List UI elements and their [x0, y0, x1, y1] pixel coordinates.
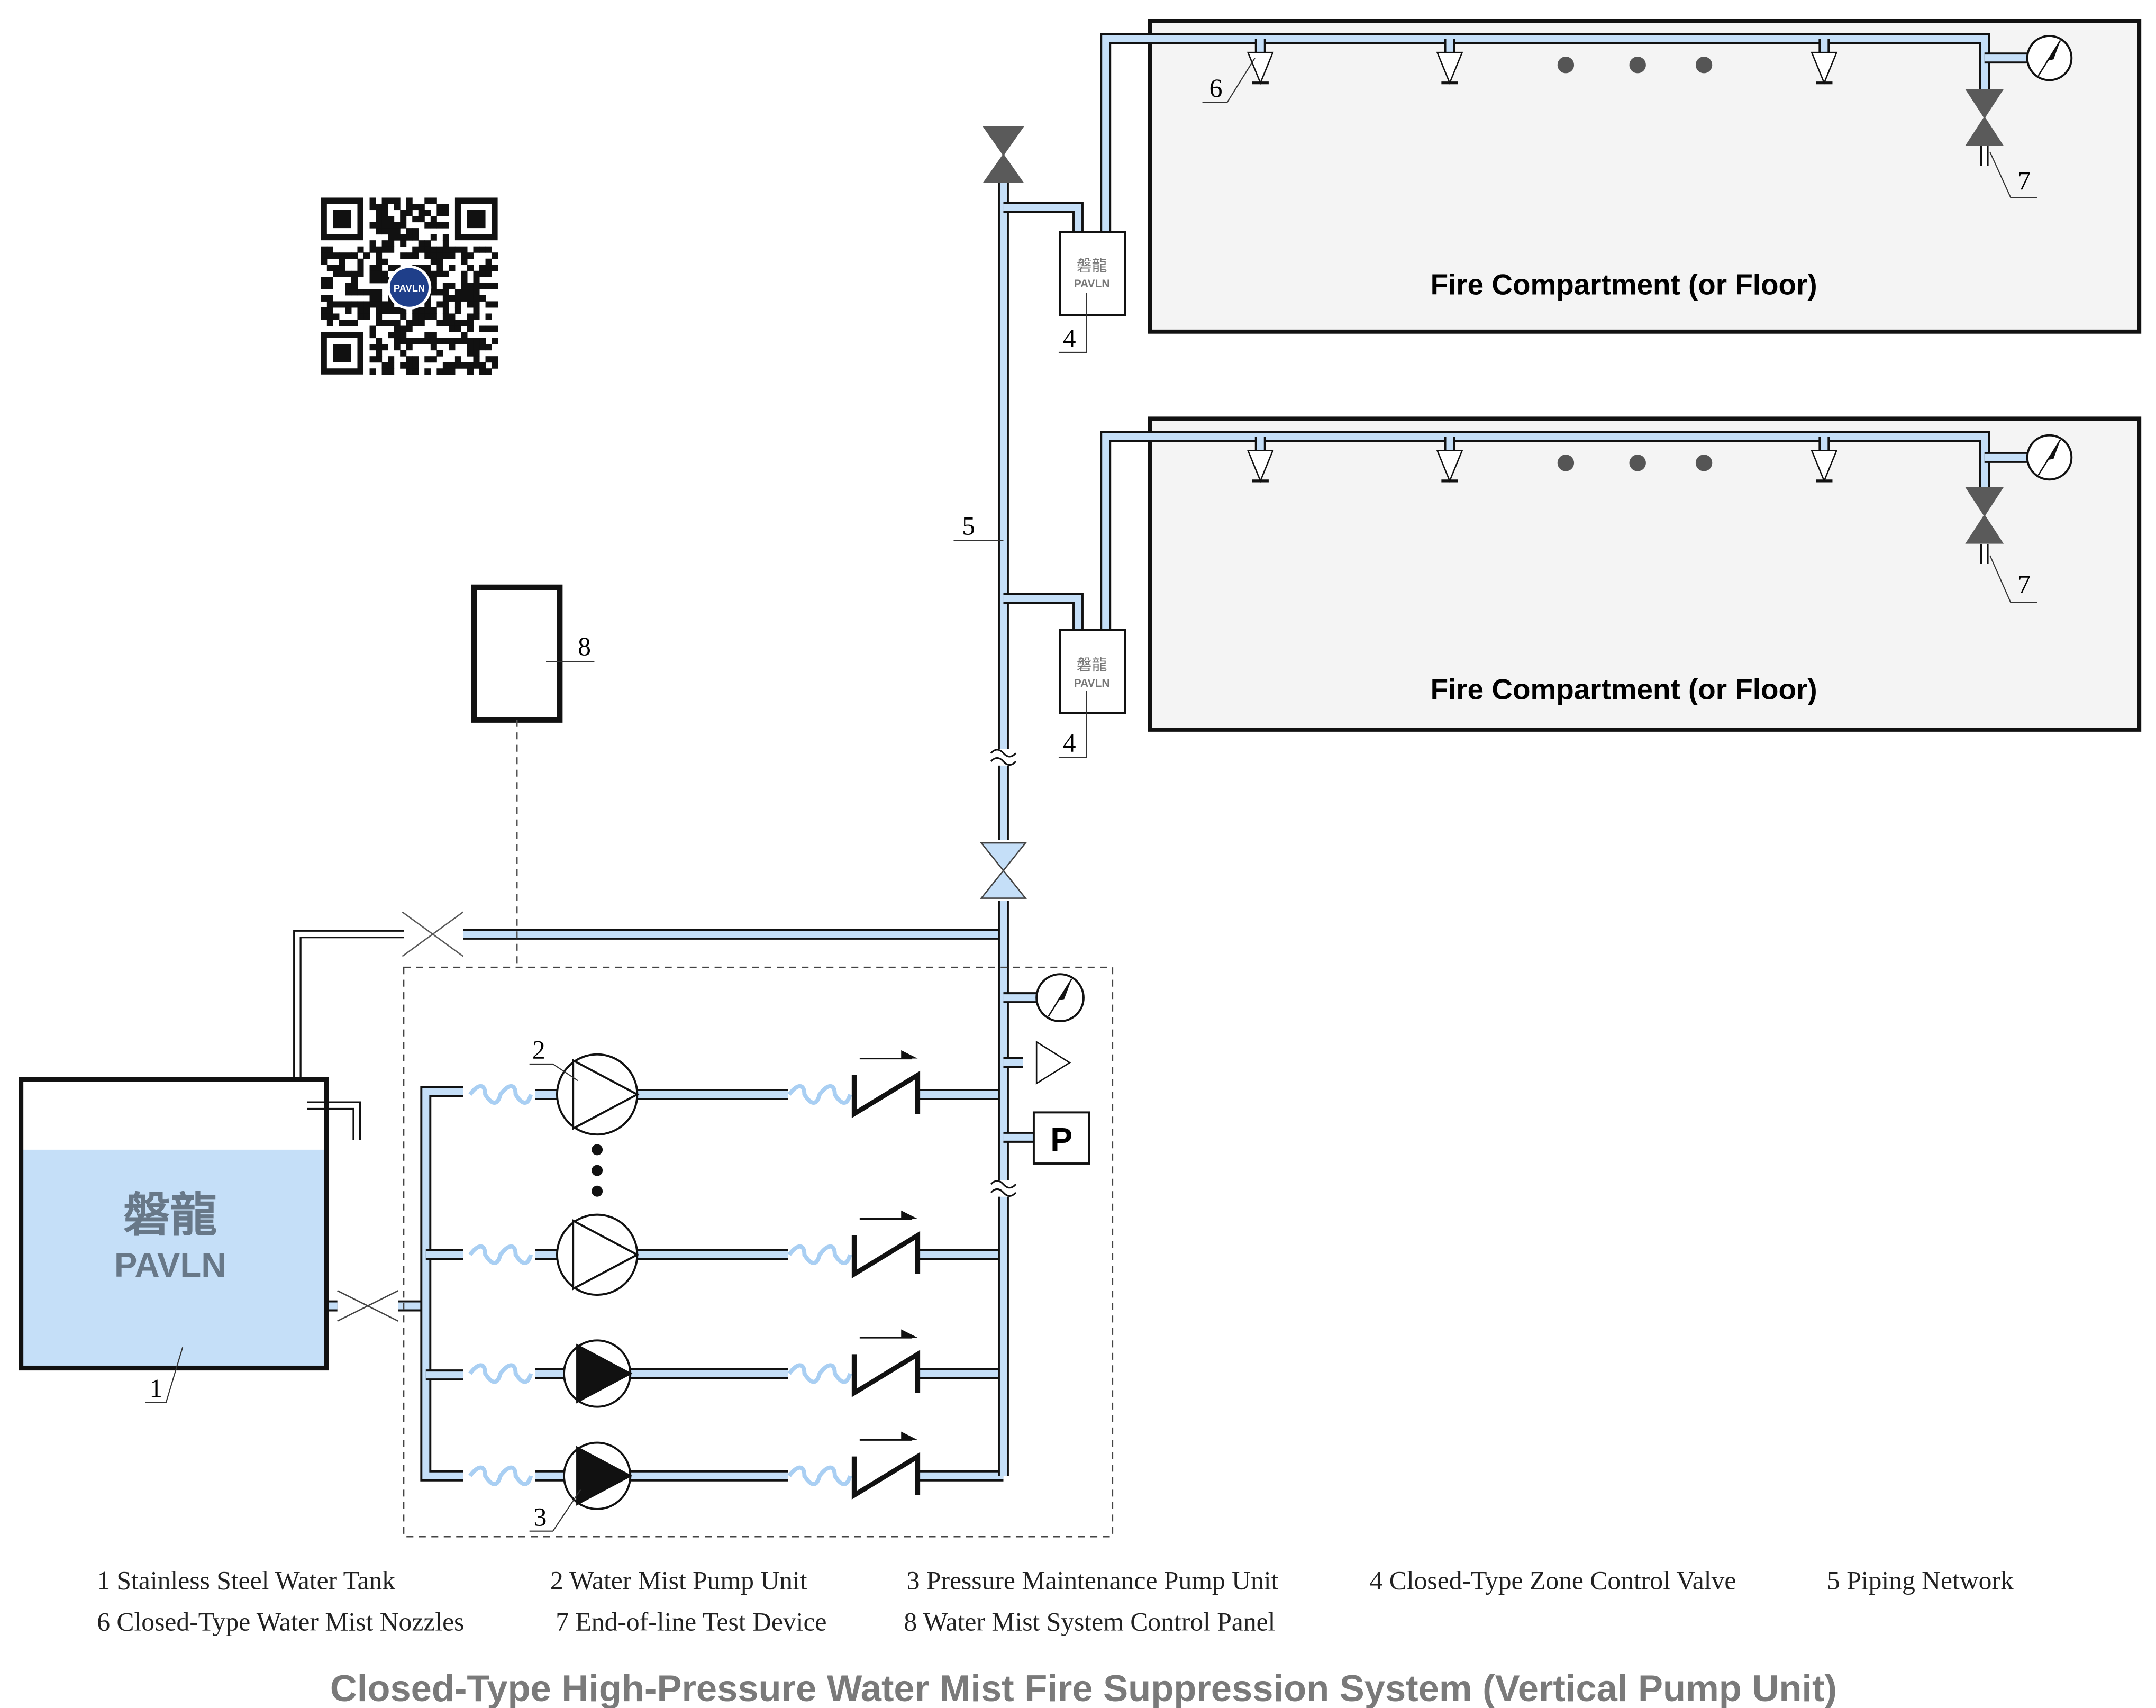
check-valve-icon — [851, 1350, 921, 1397]
pipe-break-icon — [990, 1188, 1017, 1197]
relief-valve-icon — [1035, 1040, 1071, 1085]
piping-network — [261, 33, 2027, 1486]
pipe-break-icon — [990, 749, 1017, 758]
valve-icon — [1965, 487, 2004, 544]
legend-item: 6 Closed-Type Water Mist Nozzles — [97, 1607, 464, 1637]
fire-compartment-upper: Fire Compartment (or Floor) — [1148, 19, 2142, 334]
ellipsis-dot — [1629, 455, 1646, 471]
check-valve-icon — [851, 1070, 921, 1119]
valve-icon — [983, 126, 1024, 184]
valve-icon — [979, 842, 1027, 899]
legend-item: 3 Pressure Maintenance Pump Unit — [907, 1566, 1279, 1595]
compartment-label: Fire Compartment (or Floor) — [1431, 268, 1817, 301]
ellipsis-dot — [1695, 57, 1713, 74]
flexible-hose — [468, 1363, 533, 1384]
nozzle-icon — [1436, 450, 1463, 483]
legend-item: 5 Piping Network — [1827, 1566, 2014, 1595]
pipe-break-icon — [990, 757, 1017, 766]
legend-item: 8 Water Mist System Control Panel — [904, 1607, 1275, 1637]
callout-8: 8 — [578, 632, 591, 661]
pipe-water — [1102, 35, 1988, 232]
flexible-hose — [787, 1084, 852, 1105]
check-valve-icon — [851, 1231, 921, 1279]
svg-text:PAVLN: PAVLN — [1074, 677, 1110, 689]
svg-text:磐龍: 磐龍 — [1077, 258, 1107, 275]
ellipsis-dot — [1557, 455, 1575, 471]
ellipsis-dot — [592, 1185, 603, 1197]
valve-icon — [1965, 89, 2004, 146]
legend-item: 7 End-of-line Test Device — [556, 1607, 826, 1637]
diagram-title: Closed-Type High-Pressure Water Mist Fir… — [330, 1667, 1837, 1708]
callout-6: 6 — [1209, 74, 1223, 103]
legend-item: 2 Water Mist Pump Unit — [550, 1566, 807, 1595]
callouts: 1 2 3 4 4 5 6 7 7 8 — [149, 74, 2031, 1531]
ellipsis-dot — [1557, 57, 1575, 74]
flexible-hose — [468, 1465, 533, 1486]
logo-chinese: 磐龍 — [123, 1189, 217, 1241]
pressure-switch: P — [1032, 1111, 1090, 1165]
callout-4: 4 — [1063, 729, 1076, 758]
pipe — [1003, 593, 1084, 630]
valve-icon — [402, 911, 464, 957]
callout-1: 1 — [149, 1374, 162, 1403]
flexible-hose — [787, 1244, 852, 1265]
pipe-water — [1003, 204, 1082, 232]
ellipsis-dot — [1629, 57, 1646, 74]
qr-finder — [321, 332, 364, 375]
flexible-hose — [787, 1465, 852, 1486]
callout-2: 2 — [532, 1035, 545, 1065]
pipe-break-icon — [990, 1180, 1017, 1189]
callout-4: 4 — [1063, 324, 1076, 353]
flexible-hose — [787, 1363, 852, 1384]
legend-item: 1 Stainless Steel Water Tank — [97, 1566, 395, 1595]
svg-text:P: P — [1050, 1122, 1072, 1159]
check-valve-icon — [851, 1452, 921, 1500]
qr-finder — [321, 197, 364, 241]
pipe-water — [1003, 595, 1082, 630]
control-panel — [471, 584, 563, 723]
pipe — [420, 1086, 463, 1482]
legend: 1 Stainless Steel Water Tank 2 Water Mis… — [97, 1566, 2014, 1636]
flexible-hose — [468, 1244, 533, 1265]
nozzle-icon — [1247, 450, 1274, 483]
svg-text:PAVLN: PAVLN — [1074, 278, 1110, 290]
legend-item: 4 Closed-Type Zone Control Valve — [1370, 1566, 1736, 1595]
ellipsis-dot — [1695, 455, 1713, 471]
callout-7: 7 — [2017, 166, 2031, 195]
fire-compartment-lower: Fire Compartment (or Floor) — [1148, 416, 2142, 732]
qr-logo-text: PAVLN — [394, 283, 425, 294]
qr-finder — [454, 197, 498, 241]
qr-code: PAVLN — [321, 197, 498, 375]
nozzle-icon — [1436, 51, 1463, 85]
pump-unit-boundary — [403, 966, 1114, 1538]
pipe-water — [422, 1088, 463, 1479]
leader-lines — [145, 58, 2037, 1532]
symbols — [244, 34, 2073, 1510]
pipe — [1003, 202, 1084, 232]
flexible-hose — [468, 1084, 533, 1105]
logo-latin: PAVLN — [114, 1246, 226, 1284]
nozzle-icon — [1811, 51, 1838, 85]
zone-control-valve: 磐龍 PAVLN — [1059, 629, 1126, 714]
callout-3: 3 — [534, 1502, 547, 1531]
zone-control-valve: 磐龍 PAVLN — [1059, 231, 1126, 316]
qr-logo — [387, 265, 432, 310]
svg-text:磐龍: 磐龍 — [1077, 657, 1107, 674]
compartment-label: Fire Compartment (or Floor) — [1431, 673, 1817, 705]
water-tank: 磐龍 PAVLN — [19, 1077, 329, 1371]
ellipsis-dot — [592, 1144, 603, 1156]
callout-7: 7 — [2017, 569, 2031, 598]
ellipsis-dot — [592, 1165, 603, 1176]
valve-icon — [337, 1290, 399, 1322]
nozzle-icon — [1811, 450, 1838, 483]
callout-5: 5 — [962, 512, 975, 541]
